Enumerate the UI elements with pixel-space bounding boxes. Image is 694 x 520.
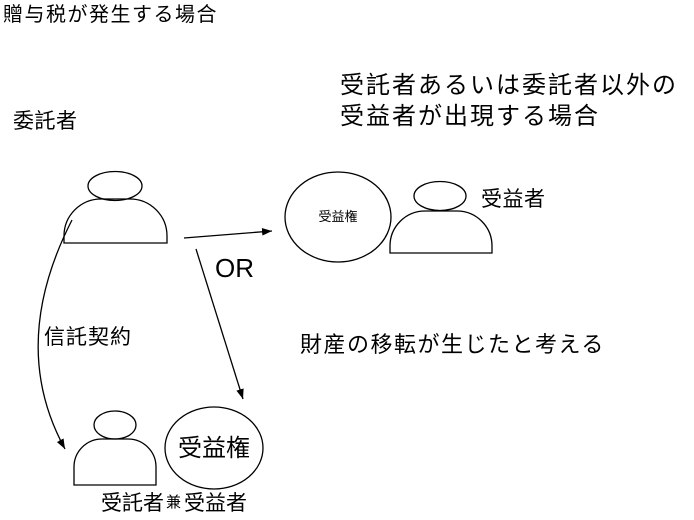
condition-note: 受託者あるいは委託者以外の 受益者が出現する場合 <box>340 72 678 130</box>
and-label: 兼 <box>166 494 182 511</box>
trustee-label: 受託者 <box>101 492 164 515</box>
arrow-trust-contract <box>37 219 73 450</box>
slide-title: 贈与税が発生する場合 <box>3 4 218 26</box>
beneficial-interest-label-top: 受益権 <box>318 209 358 224</box>
trust-contract-label: 信託契約 <box>44 326 132 349</box>
trustee-person-icon <box>73 410 157 486</box>
arrow-or-down <box>195 248 244 400</box>
settlor-person-icon <box>63 170 168 244</box>
beneficiary-bottom-label: 受益者 <box>184 492 248 515</box>
beneficiary-label: 受益者 <box>481 188 546 211</box>
beneficiary-person-icon <box>389 180 493 254</box>
beneficial-interest-circle-bottom <box>164 406 264 490</box>
beneficial-interest-label-bottom: 受益権 <box>178 435 250 462</box>
trustee-and-beneficiary-label: 受託者兼受益者 <box>101 491 247 517</box>
settlor-label: 委託者 <box>13 110 78 133</box>
beneficial-interest-circle-top <box>284 171 392 263</box>
arrow-to-top-circle <box>183 228 273 239</box>
transfer-note: 財産の移転が生じたと考える <box>300 332 605 357</box>
or-label: OR <box>215 253 254 283</box>
